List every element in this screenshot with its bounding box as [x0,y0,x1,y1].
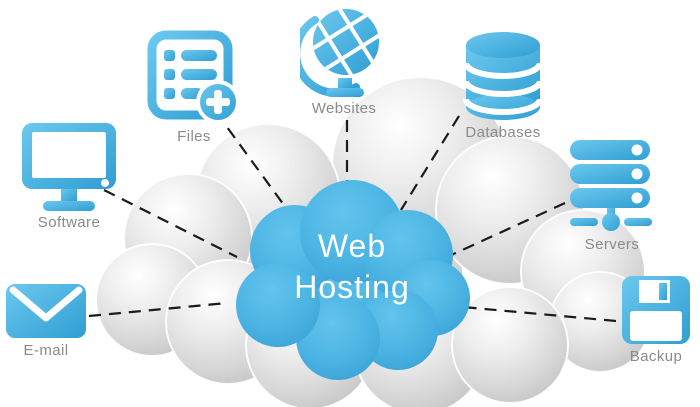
envelope-icon [6,284,86,338]
connector-backup [462,305,617,323]
node-label: Software [37,214,101,231]
node-label: Servers [584,236,640,253]
connector-servers [446,201,566,259]
node-files: Files [142,30,246,145]
server-stack-icon [570,140,652,231]
node-label: Backup [629,348,683,365]
connector-files [215,111,290,213]
node-label: E-mail [23,342,69,359]
document-list-add-icon [147,30,240,124]
connector-email [88,301,228,318]
node-websites: Websites [300,2,388,117]
center-title-line2: Hosting [294,268,410,305]
node-backup: Backup [618,274,694,365]
node-databases: Databases [458,30,548,141]
globe-icon [300,2,388,97]
node-email: E-mail [2,282,90,359]
node-label: Databases [465,124,541,141]
blue-cloud [236,180,470,380]
database-icon [463,32,543,120]
node-servers: Servers [564,138,660,253]
node-label: Files [177,128,211,145]
node-software: Software [14,122,124,231]
center-title-line1: Web [317,228,387,264]
monitor-icon [22,123,116,211]
floppy-disk-icon [622,276,690,344]
node-label: Websites [311,100,377,117]
center-title: Web Hosting [252,226,452,308]
connector-software [103,189,238,258]
